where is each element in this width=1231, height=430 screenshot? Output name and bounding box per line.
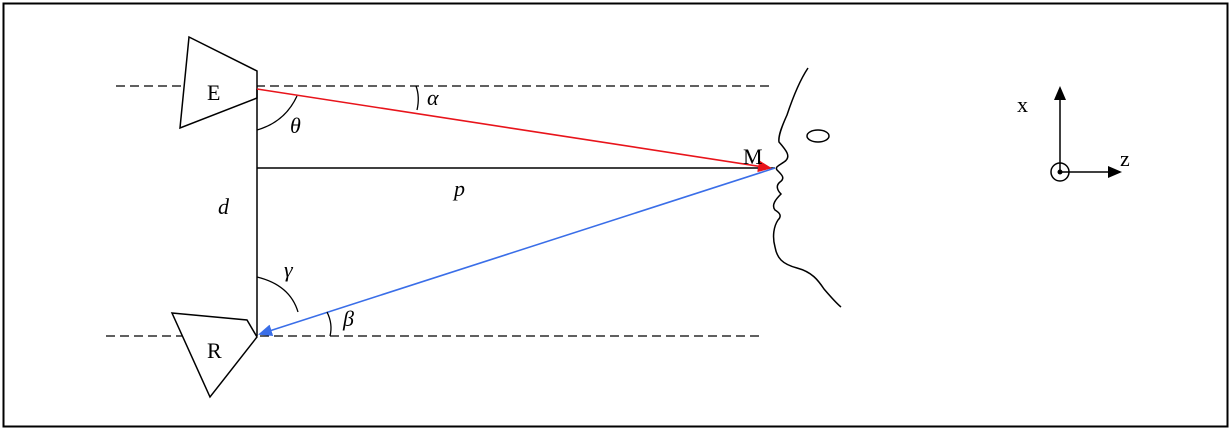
incident-ray	[256, 88, 772, 173]
distance-p-label: p	[452, 176, 465, 201]
target-label: M	[743, 144, 763, 169]
theta-arc	[256, 95, 298, 131]
reflected-ray	[258, 167, 776, 337]
y-axis-out-of-plane-dot	[1057, 169, 1063, 175]
beta-arc	[326, 311, 332, 337]
gamma-arc	[256, 276, 299, 313]
emitter-label: E	[207, 80, 220, 105]
receiver-label: R	[207, 338, 222, 363]
y-axis-out-of-plane-circle	[1050, 162, 1070, 182]
alpha-label: α	[427, 85, 439, 110]
face-profile	[772, 67, 842, 308]
eye-shape	[806, 129, 830, 143]
alpha-arc	[415, 85, 419, 111]
theta-label: θ	[290, 113, 301, 138]
x-axis-label: x	[1017, 92, 1028, 117]
distance-d-label: d	[218, 194, 230, 219]
gamma-label: γ	[284, 257, 294, 282]
emitter-shape	[179, 35, 258, 130]
z-axis-label: z	[1120, 146, 1130, 171]
beta-label: β	[342, 306, 354, 331]
receiver-shape	[170, 312, 258, 399]
